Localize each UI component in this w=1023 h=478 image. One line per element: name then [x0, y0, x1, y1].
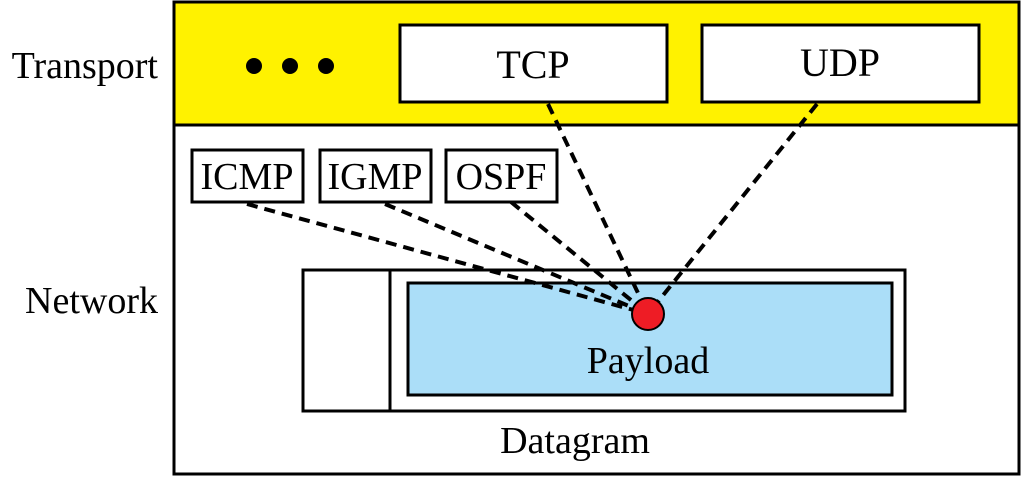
icmp-label: ICMP	[201, 156, 294, 198]
transport-layer-label: Transport	[12, 45, 159, 87]
igmp-label: IGMP	[327, 156, 422, 198]
tcp-connector-line	[546, 103, 650, 315]
igmp-box	[318, 148, 433, 204]
icmp-connector-line	[246, 202, 649, 316]
udp-box	[700, 23, 981, 104]
icmp-box	[190, 148, 305, 204]
ellipsis-dot	[282, 58, 298, 74]
ospf-connector-line	[509, 200, 650, 316]
ospf-label: OSPF	[456, 156, 547, 198]
ospf-box	[444, 148, 559, 204]
network-layer-label: Network	[25, 280, 158, 322]
tcp-box	[398, 23, 669, 104]
udp-connector-line	[646, 102, 819, 316]
encapsulation-connectors	[246, 102, 819, 316]
encapsulation-point	[631, 297, 665, 331]
datagram-caption: Datagram	[500, 420, 650, 462]
ellipsis-dot	[318, 58, 334, 74]
payload-label: Payload	[587, 340, 709, 382]
ellipsis-dot	[246, 58, 262, 74]
igmp-connector-line	[384, 202, 649, 316]
udp-label: UDP	[800, 40, 880, 85]
more-protocols-ellipsis	[246, 58, 334, 74]
tcp-label: TCP	[496, 42, 569, 87]
